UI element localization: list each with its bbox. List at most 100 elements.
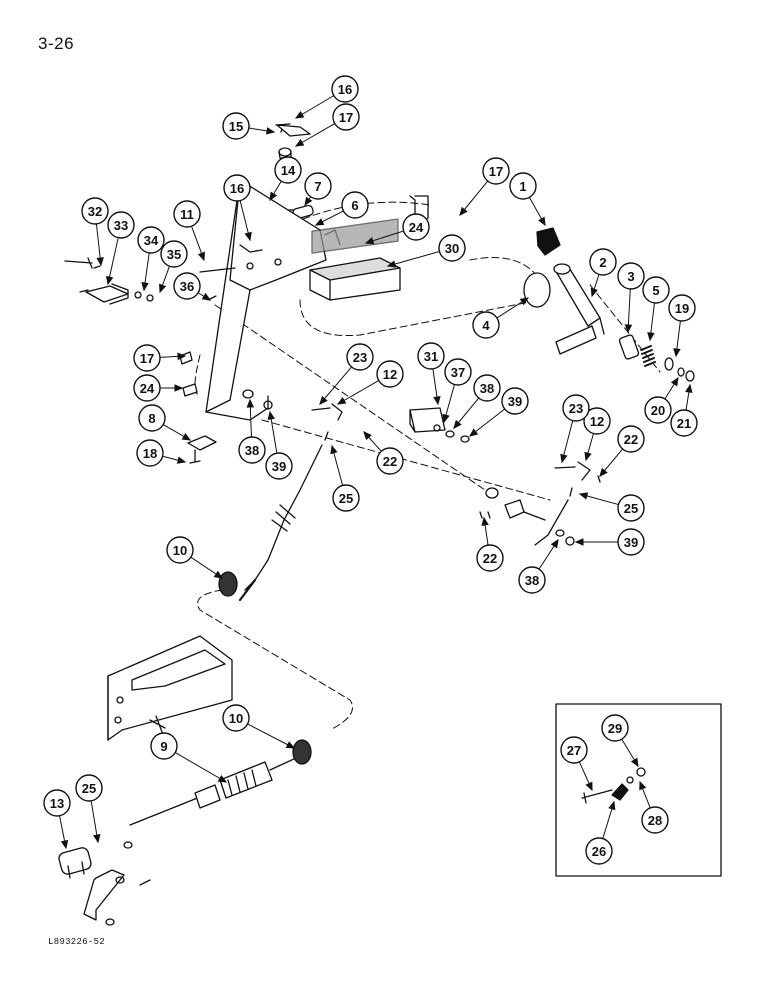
callout-label: 38 (525, 573, 539, 588)
callout-circle (376, 360, 404, 388)
callout-label: 8 (148, 411, 155, 426)
leader-arrowhead-c20 (670, 376, 679, 387)
callout-label: 22 (624, 432, 638, 447)
callout-circle (107, 211, 135, 239)
callout-label: 33 (114, 218, 128, 233)
callout-label: 10 (229, 711, 243, 726)
callout-c4: 4 (472, 311, 500, 339)
callout-c9: 9 (150, 732, 178, 760)
leader-arrowhead-c9 (217, 774, 228, 783)
callout-circle (136, 439, 164, 467)
callout-c19: 19 (668, 294, 696, 322)
callout-circle (376, 447, 404, 475)
callout-c14: 14 (274, 156, 302, 184)
leader-arrowhead-c27 (585, 781, 593, 792)
callout-label: 19 (675, 301, 689, 316)
leader-line-c12a (337, 379, 380, 405)
callout-circle (476, 544, 504, 572)
callout-label: 26 (592, 844, 606, 859)
leader-arrowhead-c38a (246, 398, 255, 408)
leader-arrowhead-c38b (453, 419, 462, 429)
leader-arrowhead-c29 (630, 757, 639, 768)
callout-circle (138, 404, 166, 432)
leader-line-c9 (174, 752, 227, 783)
callout-label: 25 (339, 491, 353, 506)
callout-c10b: 10 (222, 704, 250, 732)
leader-arrowhead-c38c (550, 538, 559, 549)
callout-c1: 1 (509, 172, 537, 200)
callout-label: 18 (143, 446, 157, 461)
callout-c11: 11 (173, 200, 201, 228)
callout-c22b: 22 (617, 425, 645, 453)
leader-arrowhead-c39b (468, 428, 479, 437)
leader-arrowhead-c16b (244, 231, 252, 242)
callout-c12b: 12 (583, 407, 611, 435)
callout-label: 12 (383, 367, 397, 382)
callout-c15: 15 (222, 112, 250, 140)
leader-line-c30 (387, 251, 440, 267)
leader-arrowhead-c26 (608, 800, 616, 811)
callout-label: 17 (140, 351, 154, 366)
callout-c10a: 10 (166, 536, 194, 564)
lower-right-linkage (479, 461, 601, 546)
callout-circle (617, 262, 645, 290)
callout-c27: 27 (560, 736, 588, 764)
leader-arrowhead-c31 (433, 396, 441, 406)
callout-circle (346, 343, 374, 371)
callout-circle (133, 374, 161, 402)
callout-c18: 18 (136, 439, 164, 467)
callout-c33: 33 (107, 211, 135, 239)
callout-label: 22 (483, 551, 497, 566)
support-plate (205, 179, 429, 421)
callout-circle (668, 294, 696, 322)
leader-arrowhead-c32 (96, 257, 104, 267)
callout-label: 28 (648, 813, 662, 828)
callout-c29: 29 (601, 714, 629, 742)
leader-arrowhead-c23a (319, 395, 328, 405)
callout-label: 38 (245, 443, 259, 458)
callout-label: 25 (624, 501, 638, 516)
right-bracket-assembly (409, 407, 470, 443)
callout-circle (644, 396, 672, 424)
leader-arrowhead-c37 (442, 413, 450, 424)
leader-arrowhead-c12b (584, 451, 592, 462)
callout-c8: 8 (138, 404, 166, 432)
callout-circle (332, 484, 360, 512)
callout-c38b: 38 (473, 374, 501, 402)
callout-circle (560, 736, 588, 764)
left-bracket-and-fasteners (64, 257, 236, 305)
leader-arrowhead-c6 (314, 218, 325, 226)
leader-arrowhead-c7 (304, 196, 313, 207)
leader-arrowhead-c21 (685, 383, 693, 393)
figure-code: L893226-52 (48, 937, 106, 947)
callout-label: 9 (160, 739, 167, 754)
callout-c28: 28 (641, 806, 669, 834)
leader-arrowhead-c39c (574, 538, 584, 546)
callout-balloons: 1234567891010111212131415161617171718192… (43, 75, 698, 865)
callout-label: 24 (409, 220, 424, 235)
plate-washers (242, 389, 273, 410)
callout-label: 27 (567, 743, 581, 758)
leader-arrowhead-c22c (481, 516, 489, 526)
leader-arrowhead-c8 (181, 432, 192, 441)
callout-label: 24 (140, 381, 155, 396)
callout-circle (238, 436, 266, 464)
callout-c31: 31 (417, 342, 445, 370)
callout-circle (331, 75, 359, 103)
leader-arrowhead-c30 (386, 260, 397, 268)
callout-c39b: 39 (501, 387, 529, 415)
leader-line-c33 (107, 237, 119, 285)
callout-c12a: 12 (376, 360, 404, 388)
callout-label: 16 (230, 181, 244, 196)
callout-circle (304, 172, 332, 200)
callout-label: 5 (652, 283, 659, 298)
leader-arrowhead-c33 (105, 275, 114, 286)
callout-c39c: 39 (617, 528, 645, 556)
callout-circle (173, 272, 201, 300)
shaft-stack (618, 334, 695, 382)
leader-arrowhead-c14 (269, 191, 278, 202)
callout-label: 20 (651, 403, 665, 418)
callout-circle (583, 407, 611, 435)
callout-c25c: 25 (75, 774, 103, 802)
